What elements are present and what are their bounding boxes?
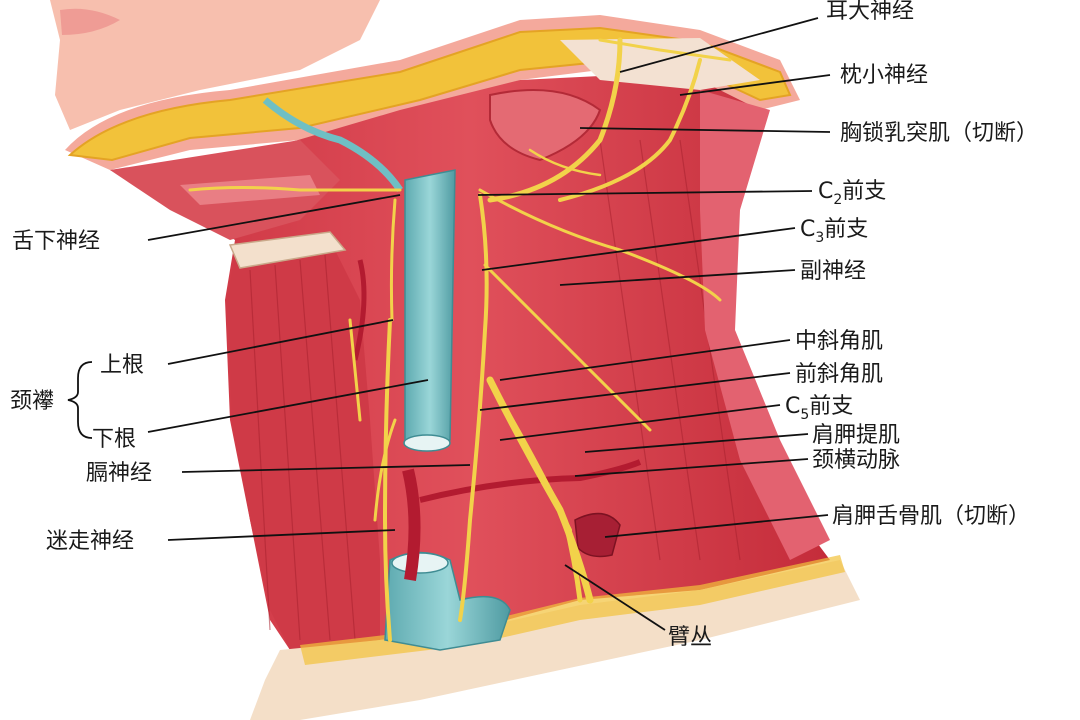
- label-phrenic-nerve: 膈神经: [86, 461, 152, 486]
- trapezius: [700, 90, 830, 560]
- ijv-cut-end: [403, 434, 451, 452]
- chin-skin: [50, 0, 380, 130]
- label-brachial-plexus: 臂丛: [668, 625, 712, 650]
- external-carotid-branch: [352, 259, 367, 361]
- label-ansa-cervicalis: 颈襻: [10, 389, 54, 414]
- label-lesser-occipital-nerve: 枕小神经: [840, 63, 928, 88]
- mastoid-region: [560, 38, 760, 90]
- scm-stump: [489, 89, 602, 162]
- label-anterior-scalene: 前斜角肌: [795, 362, 883, 387]
- lip: [60, 8, 120, 35]
- label-levator-scapulae: 肩胛提肌: [812, 423, 900, 448]
- label-omohyoid-cut: 肩胛舌骨肌（切断）: [832, 504, 1030, 529]
- label-middle-scalene: 中斜角肌: [795, 329, 883, 354]
- facial-vein: [262, 97, 403, 192]
- hyoid-bone: [228, 231, 347, 269]
- internal-jugular-vein: [404, 169, 456, 446]
- label-scm-cut: 胸锁乳突肌（切断）: [840, 121, 1038, 146]
- label-c5-anterior-ramus: C5前支: [785, 394, 853, 423]
- label-c2-anterior-ramus: C2前支: [818, 179, 886, 208]
- digastric: [180, 175, 320, 205]
- transverse-cervical-artery: [419, 459, 642, 503]
- label-superior-root: 上根: [100, 353, 144, 378]
- omohyoid-stump: [574, 512, 621, 558]
- common-carotid-artery: [402, 468, 421, 581]
- ansa-brace: [67, 361, 93, 439]
- label-hypoglossal-nerve: 舌下神经: [12, 229, 100, 254]
- leader-lines: [147, 17, 831, 631]
- label-inferior-root: 下根: [92, 427, 136, 452]
- infrahyoid-muscles: [228, 240, 380, 650]
- muscle-striations: [249, 139, 741, 641]
- vein-cut: [391, 552, 449, 574]
- label-c3-anterior-ramus: C3前支: [800, 217, 868, 246]
- label-accessory-nerve: 副神经: [800, 259, 866, 284]
- label-vagus-nerve: 迷走神经: [46, 529, 134, 554]
- label-great-auricular-nerve: 耳大神经: [826, 0, 914, 24]
- label-transverse-cervical-artery: 颈横动脉: [812, 448, 900, 473]
- nerve-network: [188, 37, 732, 642]
